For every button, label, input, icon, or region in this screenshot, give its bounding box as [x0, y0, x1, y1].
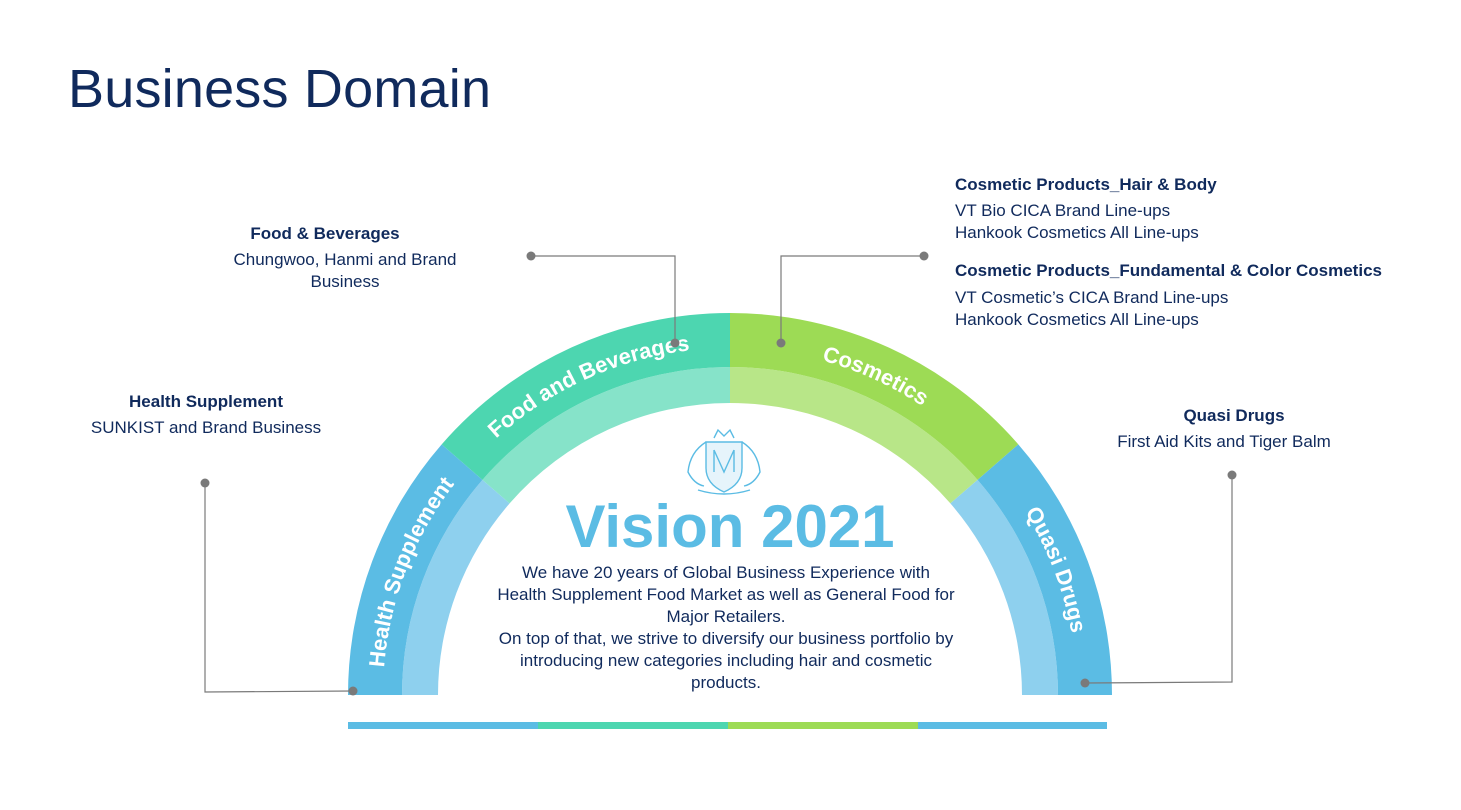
- dot-food-1: [526, 251, 536, 261]
- page-title: Business Domain: [68, 59, 492, 119]
- callout-health: Health Supplement SUNKIST and Brand Busi…: [60, 391, 352, 439]
- ring-inner-segment-food: [482, 367, 730, 504]
- vision-description: We have 20 years of Global Business Expe…: [496, 562, 956, 694]
- vision-heading: Vision 2021: [565, 493, 895, 560]
- ring-inner-segment-quasi: [950, 479, 1058, 695]
- callout-food: Food & Beverages Chungwoo, Hanmi and Bra…: [160, 223, 490, 293]
- callout-cosmetics-color-line-1: VT Cosmetic’s CICA Brand Line-ups: [955, 288, 1229, 307]
- ring-segment-health: [348, 444, 483, 695]
- callout-quasi-head: Quasi Drugs: [1183, 406, 1285, 425]
- callout-health-head: Health Supplement: [129, 392, 283, 411]
- vision-paragraph-2: On top of that, we strive to diversify o…: [498, 629, 954, 692]
- callout-quasi-line: First Aid Kits and Tiger Balm: [1117, 432, 1331, 451]
- callout-food-line: Chungwoo, Hanmi and Brand Business: [233, 250, 457, 291]
- ring-inner-segment-cosmetics: [730, 367, 978, 504]
- ring-segment-quasi: [977, 444, 1112, 695]
- connector-food: [531, 255, 676, 343]
- dot-cos-2: [776, 338, 786, 348]
- dot-quasi-1: [1227, 470, 1237, 480]
- connector-lines: [204, 255, 1233, 693]
- callout-cosmetics-hair-line-1: VT Bio CICA Brand Line-ups: [955, 201, 1171, 220]
- callout-cosmetics-hair-line-2: Hankook Cosmetics All Line-ups: [955, 223, 1199, 242]
- outer-ring: [348, 313, 1112, 695]
- callout-cosmetics-hair: Cosmetic Products_Hair & Body VT Bio CIC…: [955, 174, 1435, 244]
- connector-quasi: [1084, 475, 1233, 684]
- ring-segment-cosmetics: [730, 313, 1019, 480]
- connector-dots: [200, 251, 1237, 696]
- dot-quasi-2: [1080, 678, 1090, 688]
- ring-segment-food: [441, 313, 730, 480]
- dot-health-1: [200, 478, 210, 488]
- crest-logo-icon: [687, 428, 761, 495]
- callout-cosmetics-color-line-2: Hankook Cosmetics All Line-ups: [955, 310, 1199, 329]
- callout-cosmetics-color: Cosmetic Products_Fundamental & Color Co…: [955, 260, 1445, 331]
- callout-food-head: Food & Beverages: [250, 224, 400, 243]
- callout-cosmetics-color-head: Cosmetic Products_Fundamental & Color Co…: [955, 261, 1382, 280]
- callout-cosmetics-hair-head: Cosmetic Products_Hair & Body: [955, 175, 1217, 194]
- callout-health-line: SUNKIST and Brand Business: [90, 418, 322, 437]
- bottom-bar-segment-4: [918, 722, 1107, 729]
- connector-health: [204, 483, 354, 693]
- dot-food-2: [670, 338, 680, 348]
- bottom-bar-segment-3: [728, 722, 918, 729]
- vision-paragraph-1: We have 20 years of Global Business Expe…: [497, 563, 955, 626]
- inner-ring: [402, 367, 1058, 695]
- connector-cosmetics: [780, 255, 924, 343]
- bottom-bar-segment-1: [348, 722, 538, 729]
- dot-cos-1: [919, 251, 929, 261]
- bottom-bar-segment-2: [538, 722, 728, 729]
- dot-health-2: [348, 686, 358, 696]
- bottom-bar: [348, 722, 1107, 729]
- callout-quasi: Quasi Drugs First Aid Kits and Tiger Bal…: [1094, 405, 1374, 453]
- ring-inner-segment-health: [402, 479, 510, 695]
